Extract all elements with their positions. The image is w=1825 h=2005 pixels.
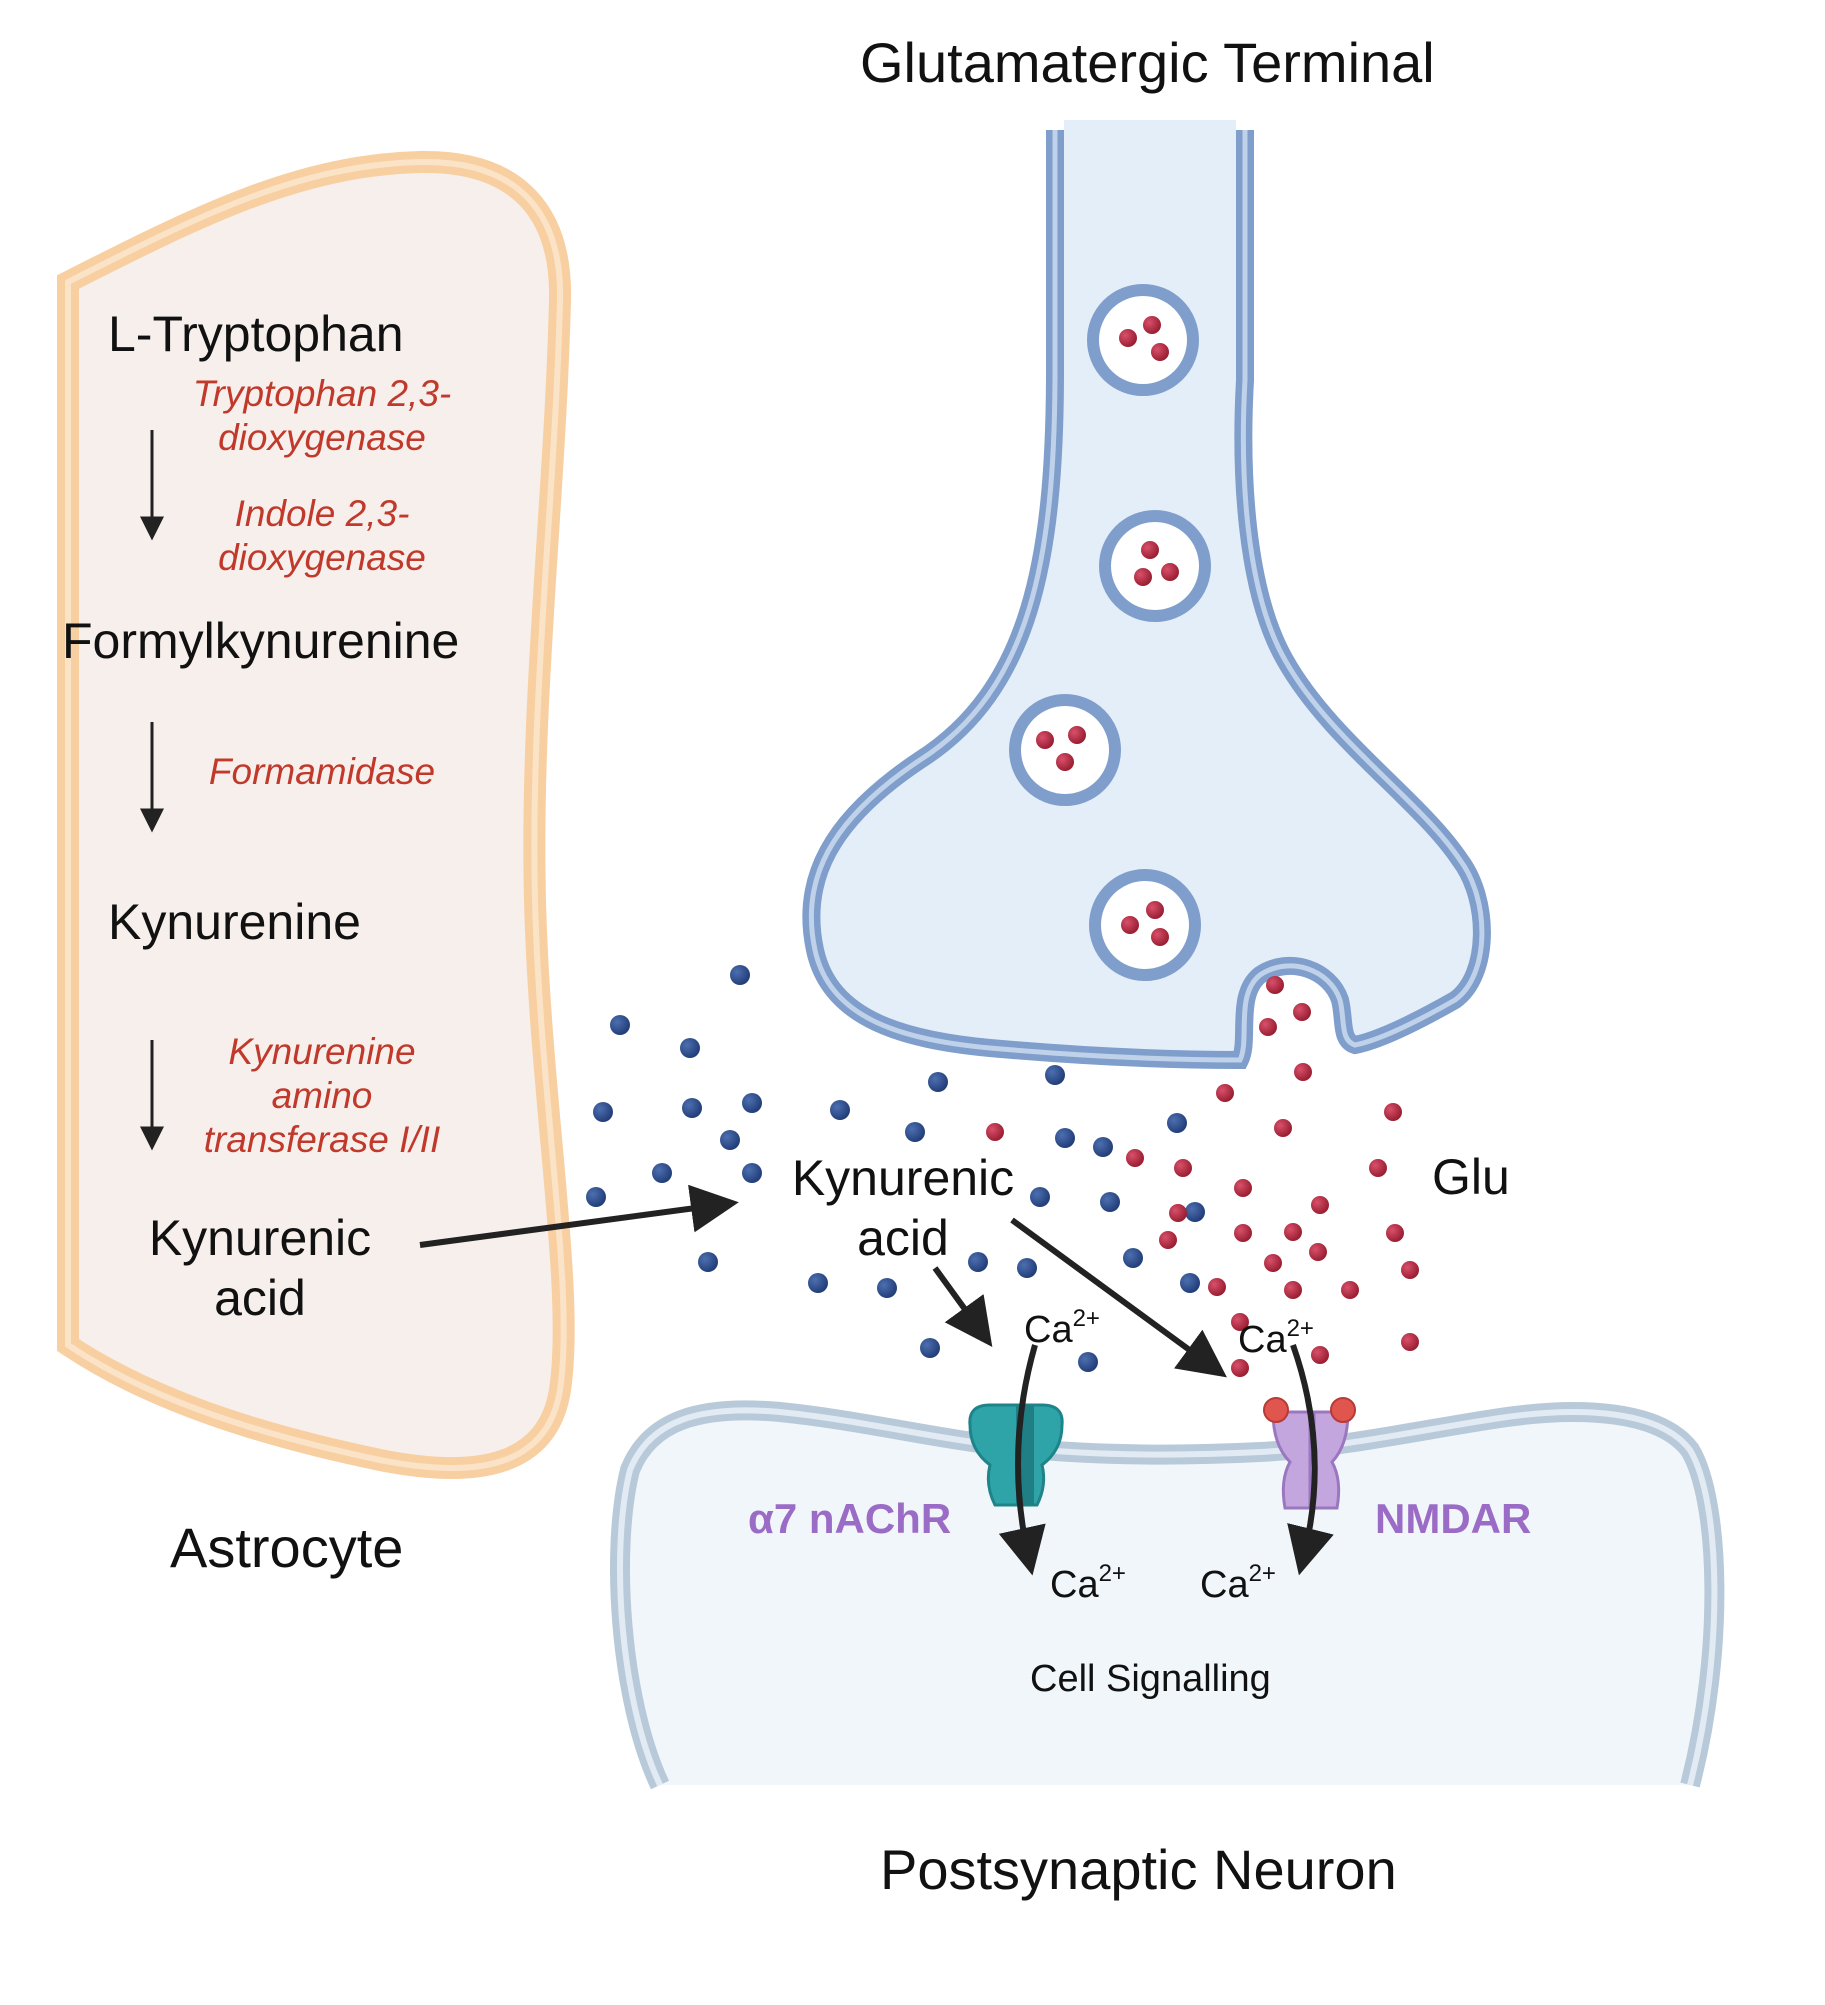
cleft-kynurenic-acid: Kynurenic acid [768, 1148, 1038, 1268]
calcium-symbol: Ca [1050, 1564, 1099, 1606]
enzyme-line: Tryptophan 2,3- [192, 373, 452, 414]
label-line: acid [857, 1210, 949, 1266]
calcium-symbol: Ca [1200, 1564, 1249, 1606]
kynurenic-acid-molecules [586, 965, 1205, 1372]
label-line: acid [214, 1270, 306, 1326]
cell-signalling-label: Cell Signalling [1030, 1658, 1271, 1700]
astrocyte-label: Astrocyte [170, 1516, 404, 1579]
enzyme-tryptophan-dioxygenase: Tryptophan 2,3- dioxygenase [172, 372, 472, 460]
arrow-kyna-to-nmdar [1010, 1217, 1227, 1378]
enzyme-line: transferase I/II [203, 1119, 441, 1160]
synaptic-vesicles [1009, 284, 1211, 981]
calcium-label-nmdar-outside: Ca2+ [1238, 1315, 1314, 1362]
neuron-title: Postsynaptic Neuron [880, 1838, 1397, 1901]
glutamate-molecules [986, 976, 1419, 1377]
calcium-label-nachr-inside: Ca2+ [1050, 1560, 1126, 1607]
nachr-label: α7 nAChR [748, 1495, 952, 1542]
pathway-formylkynurenine: Formylkynurenine [62, 613, 460, 669]
glutamate-label: Glu [1432, 1149, 1510, 1205]
vesicle [1089, 869, 1201, 981]
terminal-title: Glutamatergic Terminal [860, 31, 1435, 94]
pathway-l-tryptophan: L-Tryptophan [108, 306, 404, 362]
arrow-calcium-nmdar [1287, 1344, 1334, 1576]
calcium-charge: 2+ [1098, 1560, 1126, 1587]
calcium-label-nmdar-inside: Ca2+ [1200, 1560, 1276, 1607]
enzyme-line: dioxygenase [218, 537, 426, 578]
label-line: Kynurenic [148, 1210, 372, 1266]
enzyme-line: Indole 2,3- [234, 493, 410, 534]
vesicle [1009, 694, 1121, 806]
arrow-kynurenic-acid-release [419, 1184, 739, 1248]
calcium-symbol: Ca [1024, 1309, 1073, 1351]
nmdar-label: NMDAR [1375, 1495, 1532, 1542]
arrow-calcium-nachr [998, 1344, 1046, 1576]
postsynaptic-neuron [610, 1400, 1725, 1790]
calcium-symbol: Ca [1238, 1319, 1287, 1361]
enzyme-indole-dioxygenase: Indole 2,3- dioxygenase [172, 492, 472, 580]
calcium-charge: 2+ [1248, 1560, 1276, 1587]
astrocyte-cell [57, 150, 575, 1480]
pathway-kynurenic-acid: Kynurenic acid [120, 1208, 400, 1328]
enzyme-kynurenine-aminotransferase: Kynurenine amino transferase I/II [172, 1030, 472, 1162]
label-line: Kynurenic [791, 1150, 1015, 1206]
cleft-arrows [419, 1184, 1334, 1576]
vesicle [1099, 510, 1211, 622]
calcium-label-nachr-outside: Ca2+ [1024, 1305, 1100, 1352]
arrow-kyna-to-nachr [932, 1266, 993, 1347]
calcium-charge: 2+ [1286, 1315, 1314, 1342]
enzyme-formamidase: Formamidase [208, 751, 436, 792]
enzyme-line: Kynurenine [228, 1031, 416, 1072]
enzyme-line: dioxygenase [218, 417, 426, 458]
nmdar-channel [1263, 1397, 1356, 1510]
vesicle [1087, 284, 1199, 396]
calcium-charge: 2+ [1072, 1305, 1100, 1332]
enzyme-line: amino [271, 1075, 373, 1116]
pathway-kynurenine: Kynurenine [108, 894, 361, 950]
